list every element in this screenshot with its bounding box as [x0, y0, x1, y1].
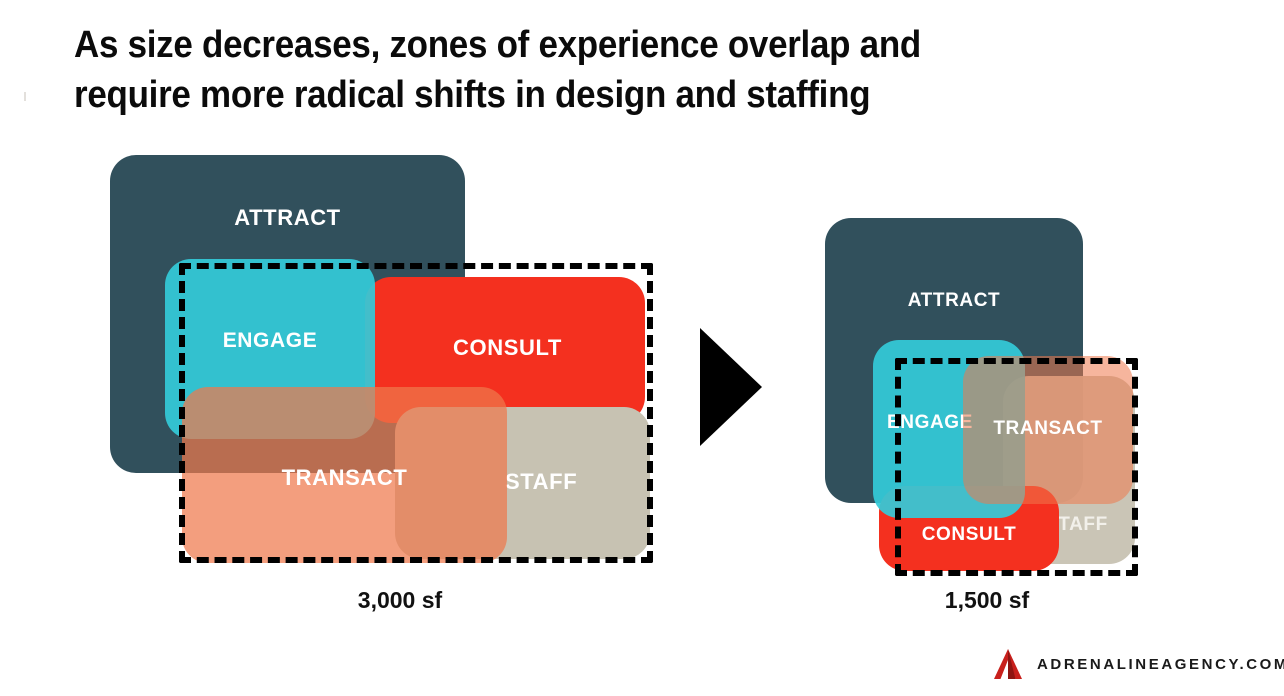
zone-transact-1500[interactable]: TRANSACT [963, 356, 1133, 504]
diagram-3000sf: ATTRACT CONSULT STAFF ENGAGE TRANSACT [110, 155, 680, 575]
triangle-right-icon [700, 328, 762, 446]
caption-3000sf: 3,000 sf [357, 587, 443, 613]
footer-url-text: ADRENALINEAGENCY.COM [1037, 655, 1284, 673]
zone-transact-3000[interactable]: TRANSACT [182, 387, 507, 563]
zone-staff-label: STAFF [1045, 514, 1108, 535]
zone-attract-label: ATTRACT [234, 205, 341, 230]
diagram-1500sf: ATTRACT STAFF CONSULT ENGAGE TRANSACT [815, 218, 1155, 576]
zone-consult-label: CONSULT [921, 524, 1017, 545]
zone-transact-label: TRANSACT [993, 418, 1103, 439]
footer-branding: ADRENALINEAGENCY.COM [993, 648, 1284, 680]
zone-staff-label: STAFF [505, 469, 578, 494]
caption-1500sf: 1,500 sf [944, 587, 1030, 613]
zone-attract-label: ATTRACT [907, 290, 1001, 311]
zone-transact-label: TRANSACT [281, 465, 408, 490]
edge-artifact [24, 92, 26, 101]
zone-engage-label: ENGAGE [222, 329, 318, 352]
zone-consult-label: CONSULT [453, 335, 562, 360]
page-title-line-1: As size decreases, zones of experience o… [74, 24, 922, 66]
page-title-line-2: require more radical shifts in design an… [74, 74, 871, 116]
zone-engage-label: ENGAGE [887, 412, 973, 433]
adrenaline-a-logo-icon [994, 649, 1022, 679]
page-title: As size decreases, zones of experience o… [74, 20, 1104, 120]
